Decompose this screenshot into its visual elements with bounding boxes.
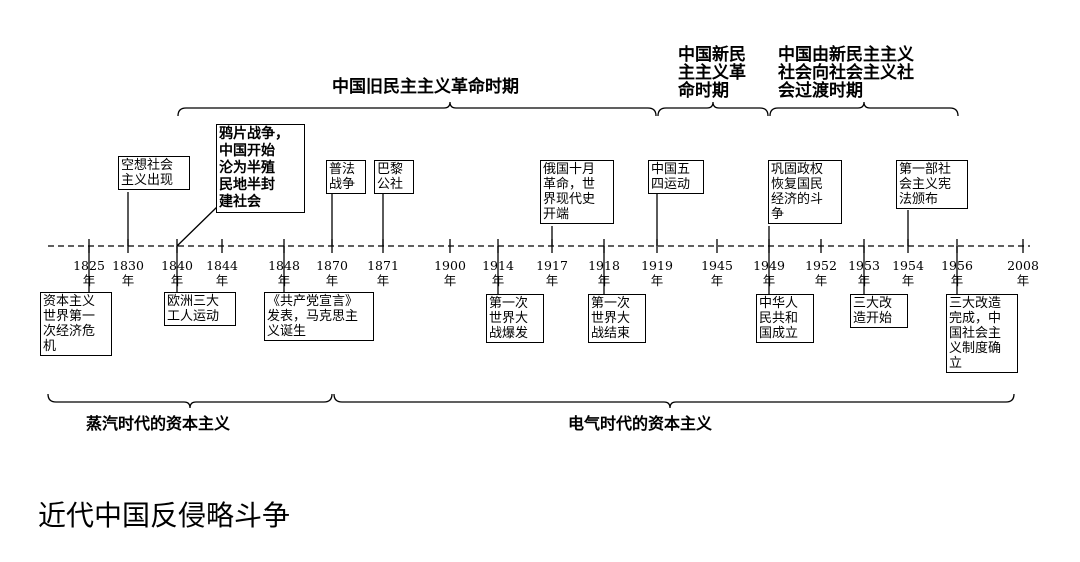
year-1840: 1840 年	[161, 258, 193, 288]
event-three-transformations-start: 三大改 造开始	[850, 294, 908, 328]
year-1917: 1917 年	[536, 258, 568, 288]
year-1918: 1918 年	[588, 258, 620, 288]
event-wwi-end: 第一次 世界大 战结束	[588, 294, 646, 343]
year-1871: 1871 年	[367, 258, 399, 288]
event-opium-war: 鸦片战争， 中国开始 沦为半殖 民地半封 建社会	[216, 124, 305, 213]
era-electric-label: 电气时代的资本主义	[568, 414, 713, 433]
event-three-transformations-done: 三大改造 完成，中 国社会主 义制度确 立	[946, 294, 1018, 373]
year-1945: 1945 年	[701, 258, 733, 288]
period-old-democratic-label: 中国旧民主主义革命时期	[332, 77, 519, 97]
event-paris-commune: 巴黎 公社	[374, 160, 414, 194]
period-new-democratic-label: 中国新民 主主义革 命时期	[678, 45, 746, 101]
year-1952: 1952 年	[805, 258, 837, 288]
connector-opium-war	[176, 205, 219, 247]
year-1830: 1830 年	[112, 258, 144, 288]
year-2008: 2008 年	[1007, 258, 1039, 288]
event-three-workers-movements: 欧洲三大 工人运动	[164, 292, 236, 326]
era-steam-label: 蒸汽时代的资本主义	[86, 414, 231, 433]
event-first-economic-crisis: 资本主义 世界第一 次经济危 机	[40, 292, 112, 356]
year-1825: 1825 年	[73, 258, 105, 288]
event-communist-manifesto: 《共产党宣言》 发表，马克思主 义诞生	[264, 292, 374, 341]
event-may-fourth: 中国五 四运动	[648, 160, 704, 194]
event-utopian-socialism: 空想社会 主义出现	[118, 156, 190, 190]
year-1919: 1919 年	[641, 258, 673, 288]
bracket-transition	[769, 101, 959, 117]
year-1844: 1844 年	[206, 258, 238, 288]
period-transition-label: 中国由新民主主义 社会向社会主义社 会过渡时期	[778, 45, 914, 101]
year-1953: 1953 年	[848, 258, 880, 288]
event-first-constitution: 第一部社 会主义宪 法颁布	[896, 160, 968, 209]
year-1949: 1949 年	[753, 258, 785, 288]
year-1956: 1956 年	[941, 258, 973, 288]
bracket-old-democratic	[177, 101, 657, 117]
year-1914: 1914 年	[482, 258, 514, 288]
bracket-steam-era	[47, 393, 333, 409]
event-wwi-outbreak: 第一次 世界大 战爆发	[486, 294, 544, 343]
bracket-electric-era	[333, 393, 1015, 409]
year-1900: 1900 年	[434, 258, 466, 288]
year-1870: 1870 年	[316, 258, 348, 288]
event-prc-founded: 中华人 民共和 国成立	[756, 294, 814, 343]
bracket-new-democratic	[657, 101, 769, 117]
page-title: 近代中国反侵略斗争	[38, 499, 291, 532]
year-1848: 1848 年	[268, 258, 300, 288]
event-franco-prussian-war: 普法 战争	[326, 160, 366, 194]
year-1954: 1954 年	[892, 258, 924, 288]
event-october-revolution: 俄国十月 革命，世 界现代史 开端	[540, 160, 614, 224]
event-consolidation: 巩固政权 恢复国民 经济的斗 争	[768, 160, 842, 224]
